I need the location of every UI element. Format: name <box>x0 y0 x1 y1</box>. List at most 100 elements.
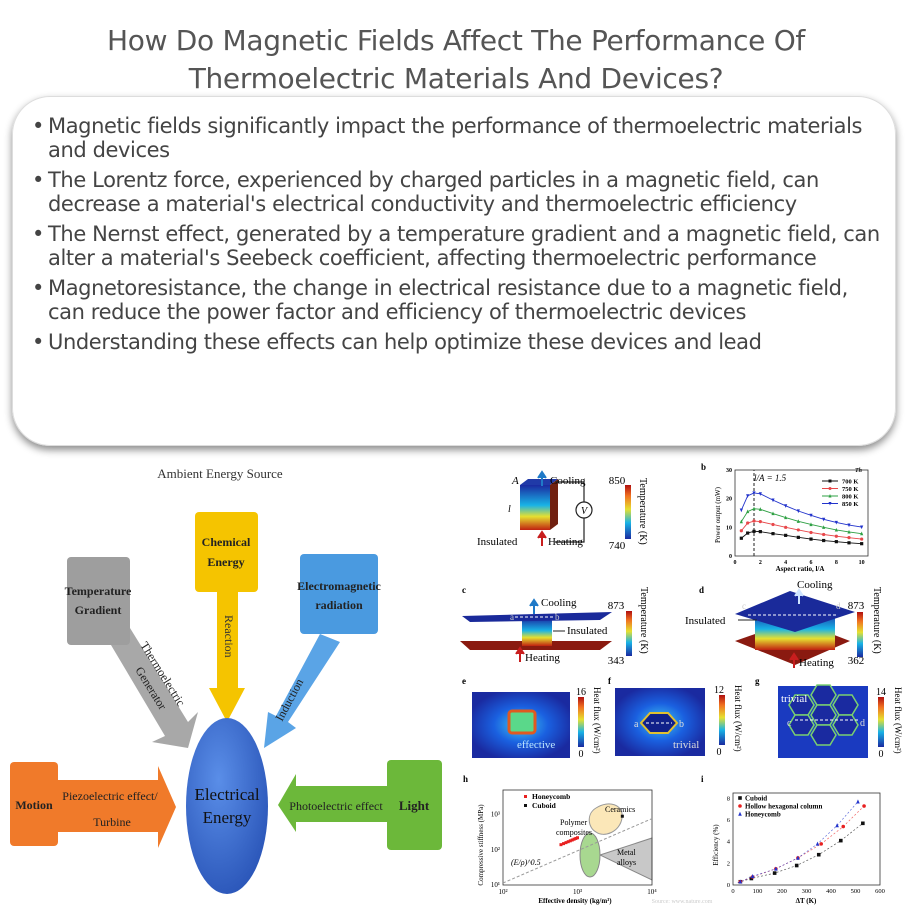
insulated-label: Insulated <box>685 615 726 627</box>
data-point <box>784 533 788 537</box>
x-tick-label: 0 <box>734 560 737 566</box>
bullet-item: Understanding these effects can help opt… <box>32 330 882 354</box>
x-tick-label: 100 <box>753 888 763 895</box>
data-point <box>746 521 750 525</box>
data-point <box>828 502 832 506</box>
y-tick-label: 10² <box>491 846 500 854</box>
data-point <box>860 542 864 546</box>
colorbar <box>857 612 863 657</box>
legend-label: Cuboid <box>745 795 767 803</box>
legend-marker <box>524 804 527 807</box>
data-point <box>752 519 756 523</box>
cuboid-leg <box>520 485 550 530</box>
data-point <box>822 517 826 522</box>
length-label: l <box>508 504 511 515</box>
data-point <box>746 531 750 535</box>
box-label: Electromagnetic <box>297 579 381 593</box>
data-point <box>771 498 775 503</box>
data-point <box>834 534 838 538</box>
photoelectric-arrow <box>278 774 388 832</box>
effective-label: effective <box>517 739 555 751</box>
box-label: radiation <box>315 598 363 612</box>
y-tick-label: 0 <box>727 882 730 889</box>
point-b: b <box>679 719 684 730</box>
electromagnetic-radiation-box <box>300 554 378 634</box>
x-axis-label: Aspect ratio, l/A <box>776 565 825 573</box>
heating-arrow-icon <box>515 646 525 662</box>
region-label: alloys <box>617 858 636 867</box>
colorbar <box>878 697 884 747</box>
data-point <box>841 824 846 829</box>
legend-label: Cuboid <box>532 801 557 810</box>
center-label: Energy <box>203 808 252 827</box>
colorbar-min: 740 <box>609 540 626 552</box>
data-point <box>822 538 826 543</box>
data-point <box>620 814 624 818</box>
data-point <box>752 506 756 511</box>
data-point <box>828 487 832 490</box>
figures: Ambient Energy Source Thermoelectric Gen… <box>10 462 903 905</box>
data-point <box>847 529 851 534</box>
data-point <box>576 836 579 840</box>
heating-label: Heating <box>525 652 560 664</box>
y-tick-label: 10 <box>726 525 732 531</box>
light-box <box>387 760 442 850</box>
y-tick-label: 20 <box>726 497 732 503</box>
box-label: Temperature <box>65 584 132 598</box>
source-credit: Source: www.nature.com <box>652 899 713 905</box>
panel-letter: e <box>462 676 466 686</box>
x-tick-label: 10⁴ <box>647 888 657 896</box>
data-point <box>750 874 755 879</box>
x-tick-label: 10³ <box>573 888 582 896</box>
panel-a: V A l Cooling Heating Insulated 850 740 … <box>477 470 648 552</box>
colorbar-max: 12 <box>714 685 724 696</box>
colorbar-min: 0 <box>717 747 722 758</box>
colorbar-min: 343 <box>608 655 625 667</box>
data-point <box>862 804 866 808</box>
x-tick-label: 0 <box>731 888 734 895</box>
voltmeter-label: V <box>581 506 589 517</box>
point-d: d <box>860 718 865 729</box>
data-point <box>816 852 821 857</box>
data-point <box>739 519 743 524</box>
legend-label: Honeycomb <box>532 792 570 801</box>
data-point <box>815 841 820 846</box>
point-b: b <box>555 612 560 622</box>
colorbar-max: 873 <box>848 600 865 612</box>
heating-label: Heating <box>548 536 583 548</box>
legend-label: 850 K <box>842 501 858 508</box>
data-point <box>738 796 742 800</box>
region-label: composites <box>556 828 592 837</box>
data-point <box>847 523 851 528</box>
data-point <box>861 821 865 826</box>
box-label: Energy <box>207 555 244 569</box>
colorbar-label: Heat flux (W/cm²) <box>733 685 743 752</box>
panel-e: e effective 16 0 Heat flux (W/cm²) <box>462 676 602 760</box>
data-point <box>746 509 750 514</box>
data-point <box>834 540 838 544</box>
data-point <box>809 513 813 518</box>
y-axis-label: Compressive stiffness (MPa) <box>477 804 485 886</box>
point-c: c <box>787 718 792 729</box>
y-tick-label: 0 <box>729 554 732 560</box>
y-tick-label: 30 <box>726 468 732 474</box>
x-tick-label: 8 <box>835 560 838 566</box>
panel-letter: c <box>462 585 466 595</box>
insulated-label: Insulated <box>567 625 608 637</box>
page-title: How Do Magnetic Fields Affect The Perfor… <box>107 24 805 95</box>
plot-frame <box>732 792 881 886</box>
colorbar <box>626 611 632 656</box>
panel-h-chart: h Ceramics Polymer composites Metal allo… <box>463 774 713 905</box>
data-point <box>746 494 750 498</box>
bullet-card: Magnetic fields significantly impact the… <box>12 96 896 446</box>
arrow-label-piezoelectric: Piezoelectric effect/ <box>62 789 158 803</box>
arrow-label-reaction: Reaction <box>222 615 236 658</box>
legend-marker <box>524 795 527 798</box>
data-point <box>568 839 572 843</box>
data-point <box>822 525 826 529</box>
data-point <box>566 840 570 844</box>
data-point <box>758 507 762 511</box>
data-point <box>738 804 742 808</box>
box-label: Light <box>399 798 430 813</box>
